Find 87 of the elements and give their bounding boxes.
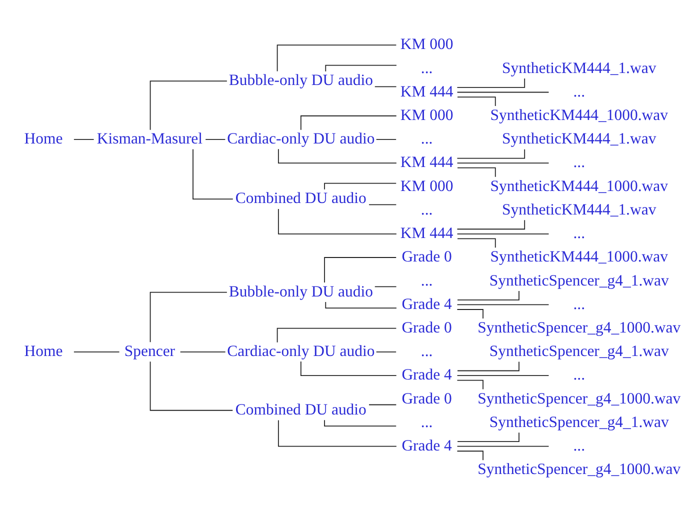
connector [456,219,526,230]
node-text: Combined DU audio [235,190,366,207]
node-text: SyntheticSpencer_g4_1.wav [489,413,669,430]
connector [324,256,397,282]
connector [180,350,226,352]
connector [278,208,397,234]
node-text: SyntheticSpencer_g4_1000.wav [478,390,681,407]
node-text: SyntheticSpencer_g4_1000.wav [478,318,681,336]
node-text: Combined DU audio [235,401,366,418]
node-text: ... [420,342,433,360]
node-text: SyntheticKM444_1.wav [502,59,656,76]
node-text: SyntheticKM444_1.wav [502,200,656,218]
node-text: SyntheticSpencer_g4_1.wav [489,272,669,289]
node-text: ... [420,130,433,148]
connector [457,238,496,248]
node-text: ... [573,224,586,242]
connector [300,114,397,130]
node-text: Cardiac-only DU audio [227,130,375,148]
connector [376,350,397,352]
node-text: Grade 4 [402,366,452,384]
connector [192,148,234,199]
node-text: SyntheticKM444_1000.wav [490,248,668,266]
connector [457,432,520,442]
node-text: KM 000 [400,177,454,194]
node-text: KM 444 [400,154,454,171]
connector [456,308,484,318]
connector [456,232,550,234]
connector [278,148,397,164]
node-text: KM 000 [400,36,454,53]
node-text: ... [573,82,586,100]
connector [457,166,496,177]
node-text: SyntheticKM444_1000.wav [490,106,668,124]
connector [374,286,397,287]
connector [456,78,526,88]
node-text: Grade 0 [402,248,452,266]
node-text: Grade 4 [402,295,452,312]
connector [74,350,120,352]
connector [374,86,397,87]
connector [278,419,397,446]
connector [456,91,550,92]
node-text: SyntheticSpencer_g4_1.wav [489,342,669,360]
connector [457,290,520,300]
node-text: KM 000 [400,106,454,124]
connector [205,138,226,140]
connector [150,80,228,130]
node-text: ... [573,154,586,171]
node-text: Home [24,342,63,360]
connector [457,360,520,371]
node-text: Cardiac-only DU audio [227,342,375,360]
node-text: Kisman-Masurel [96,130,203,148]
node-text: ... [420,200,433,218]
node-text: Spencer [124,342,176,360]
node-text: ... [420,272,433,289]
connector [368,204,397,205]
connector [74,138,94,140]
connector [456,445,550,446]
connector [150,291,228,342]
connector [456,162,550,164]
node-text: Grade 4 [402,437,452,454]
connector [376,138,397,140]
node-text: SyntheticKM444_1.wav [502,130,656,148]
node-text: ... [420,413,433,430]
connector [456,304,550,305]
node-text: SyntheticSpencer_g4_1000.wav [478,460,681,478]
node-text: ... [573,437,586,454]
connector [457,96,496,106]
node-text: ... [420,59,433,76]
node-text: SyntheticKM444_1000.wav [490,177,668,194]
node-text: Home [24,130,63,148]
connector [456,148,526,158]
connector [276,327,397,342]
node-text: KM 444 [400,224,454,242]
node-text: Bubble-only DU audio [228,283,373,300]
node-text: ... [573,366,586,384]
connector [325,301,397,308]
node-text: KM 444 [400,82,454,100]
connector [300,360,397,376]
node-text: Grade 0 [402,318,452,336]
connector [456,374,550,376]
node-text: ... [573,295,586,312]
node-text: Bubble-only DU audio [228,72,373,89]
connector [456,450,484,460]
connector [368,404,397,405]
node-text: Grade 0 [402,390,452,407]
connector [276,44,397,72]
connector [150,360,234,410]
connector [456,379,484,390]
